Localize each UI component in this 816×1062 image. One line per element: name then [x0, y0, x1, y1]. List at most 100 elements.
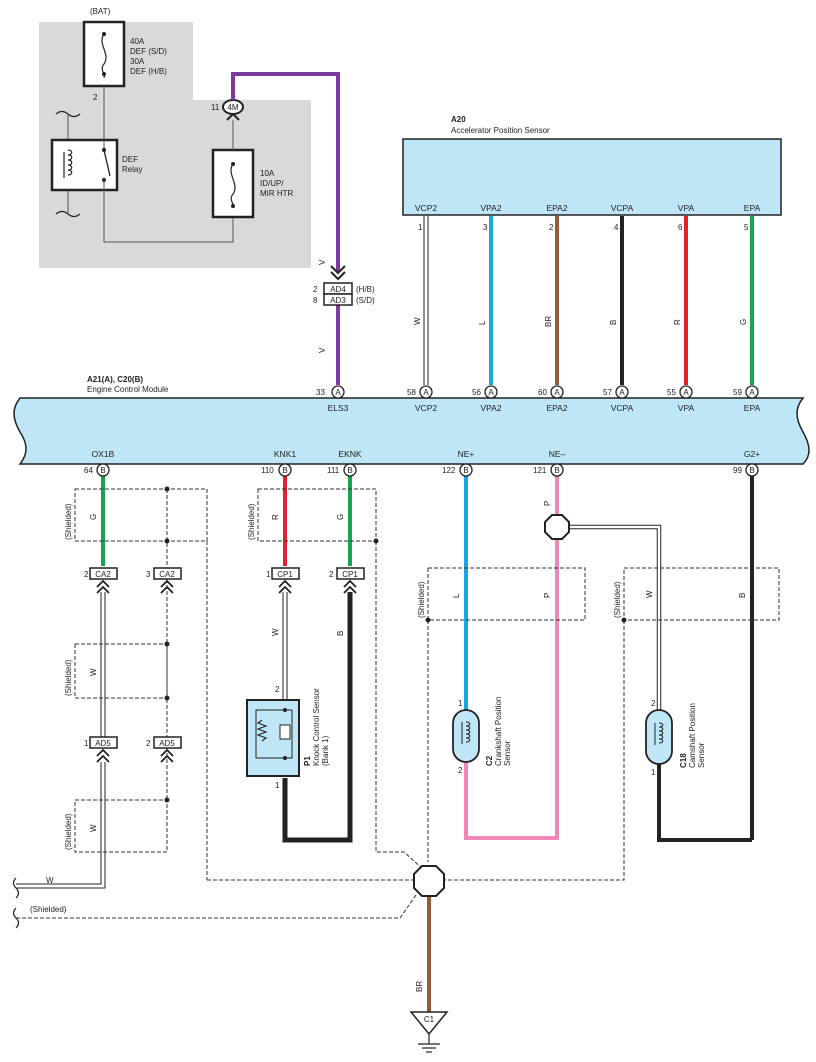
knock-name: Knock Control Sensor [312, 688, 321, 766]
cam-name: Camshaft Position [688, 703, 697, 768]
ground-code: C1 [424, 1015, 435, 1024]
wire-color-r: R [673, 319, 682, 325]
cam-name-2: Sensor [697, 742, 706, 768]
wire-color-w: W [271, 628, 280, 636]
ecm-code: A21(A), C20(B) [87, 375, 143, 384]
lower-wire-colors: G W W R G W B L P P W B W (Shielded) [30, 501, 747, 914]
accel-pin-num: 4 [614, 223, 619, 232]
accel-sensor-name: Accelerator Position Sensor [451, 126, 550, 135]
ecm-pin-label: KNK1 [274, 449, 296, 459]
cp1-label: CP1 [342, 570, 358, 579]
wire-color-g: G [89, 514, 98, 520]
connector-arrow-icon [278, 579, 292, 594]
crank-pin-bot: 2 [458, 766, 463, 775]
accel-pin-label: EPA [744, 203, 761, 213]
ecm-pin-label: NE– [549, 449, 566, 459]
cp1-label: CP1 [277, 570, 293, 579]
ecm-pin-label: VCPA [611, 403, 634, 413]
ecm-top-pins: 33 A ELS3 58 A VCP2 56 A VPA2 60 A EPA2 … [316, 385, 761, 413]
wire-color-v: V [318, 259, 327, 265]
cam-pin-bot: 1 [651, 768, 656, 777]
ad5-pin: 1 [84, 739, 89, 748]
ecm-pin-num: 64 [84, 466, 93, 475]
ecm-pin-conn: B [554, 466, 559, 475]
ecm-pin-conn: A [749, 388, 755, 397]
ad4-label: AD4 [330, 285, 346, 294]
ecm-pin-num: 99 [733, 466, 742, 475]
wire-color-r: R [271, 514, 280, 520]
accel-pin-label: EPA2 [546, 203, 567, 213]
coil-icon [465, 721, 471, 743]
ad3-label: AD3 [330, 296, 346, 305]
conn-4m-label: 4M [227, 103, 238, 112]
fuse-30a-desc: DEF (H/B) [130, 67, 167, 76]
cam-code: C18 [679, 753, 688, 768]
accel-pin-num: 2 [549, 223, 554, 232]
ecm-pin-label: VPA2 [480, 403, 501, 413]
ecm-pin-num: 111 [327, 466, 340, 475]
splice-point-icon [544, 514, 570, 540]
ecm-pin-conn: A [335, 388, 341, 397]
ca2-label: CA2 [95, 570, 111, 579]
wire-knk-black [282, 592, 353, 843]
ad5-label: AD5 [159, 739, 175, 748]
connector-arrow-icon [160, 748, 174, 763]
knock-pin-top: 2 [275, 685, 280, 694]
shielded-label: (Shielded) [247, 503, 256, 540]
ad5-label: AD5 [95, 739, 111, 748]
fuse-10a-desc1: ID/UP/ [260, 179, 284, 188]
accel-pin-label: VCP2 [415, 203, 437, 213]
shield-lines [16, 488, 780, 919]
wire-ox1b-white-lower [16, 762, 105, 888]
resistor-icon [256, 719, 268, 742]
ecm-pin-conn: A [554, 388, 560, 397]
shield-dots [164, 486, 627, 803]
accel-pin-num: 6 [678, 223, 683, 232]
ecm-pin-conn: A [683, 388, 689, 397]
connector-arrow-icon [160, 579, 174, 594]
ecm-pin-num: 55 [667, 388, 676, 397]
ecm-pin-label: NE+ [458, 449, 475, 459]
fuse-relay-panel: (BAT) 40A DEF (S/D) 30A DEF (H/B) 2 DEF … [39, 7, 311, 268]
ecm-pin-conn: B [463, 466, 468, 475]
ecm-pin-label: OX1B [92, 449, 115, 459]
cam-pin-top: 2 [651, 699, 656, 708]
wire-color-b: B [738, 593, 747, 598]
coil-icon [658, 722, 664, 744]
crank-pin-top: 1 [458, 699, 463, 708]
ecm-pin-conn: A [488, 388, 494, 397]
camshaft-position-sensor: 2 1 C18 Camshaft Position Sensor [645, 699, 706, 777]
wire-violet [231, 72, 340, 272]
connector-arrow-icon [96, 579, 110, 594]
accelerator-position-sensor: A20 Accelerator Position Sensor [402, 115, 782, 216]
ecm-pin-num: 56 [472, 388, 481, 397]
accel-pin-labels: VCP2 VPA2 EPA2 VCPA VPA EPA 1 3 2 4 6 5 … [413, 203, 761, 327]
wire-ne-minus-pink [464, 476, 559, 840]
ecm-pin-num: 122 [442, 466, 456, 475]
ecm-name: Engine Control Module [87, 385, 169, 394]
connector-cp1: 1 CP1 2 CP1 [266, 567, 365, 594]
ecm-pin-conn: A [423, 388, 429, 397]
fuse-40a-desc: DEF (S/D) [130, 47, 167, 56]
wire-color-w: W [89, 668, 98, 676]
crank-name: Crankshaft Position [494, 697, 503, 766]
accel-pin-label: VPA2 [480, 203, 501, 213]
accel-pin-num: 3 [483, 223, 488, 232]
connector-ca2: 2 CA2 3 CA2 [84, 567, 182, 594]
wire-color-p: P [543, 501, 552, 506]
shielded-label: (Shielded) [64, 813, 73, 850]
ca2-pin: 3 [146, 570, 151, 579]
fuse-40a-rating: 40A [130, 37, 145, 46]
ecm-pin-label: VPA [678, 403, 695, 413]
wire-color-g: G [336, 514, 345, 520]
relay-coil-icon [67, 149, 73, 176]
connector-arrow-icon [330, 265, 346, 281]
wire-color-v: V [318, 347, 327, 353]
wire-color-w: W [413, 317, 422, 325]
accel-pin-num: 1 [418, 223, 423, 232]
knock-control-sensor: 2 1 P1 Knock Control Sensor (Bank 1) [246, 685, 330, 790]
ecm-pin-num: 57 [603, 388, 612, 397]
ecm-pin-num: 33 [316, 388, 325, 397]
shielded-label: (Shielded) [64, 503, 73, 540]
ad3-pin: 8 [313, 296, 318, 305]
